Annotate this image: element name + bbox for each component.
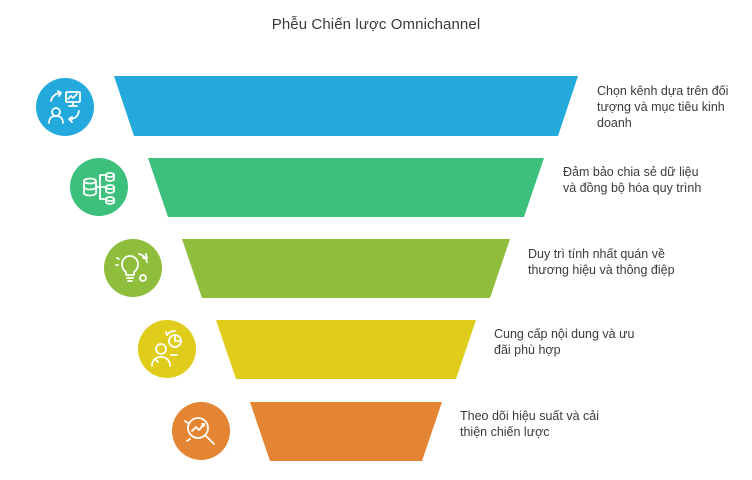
performance-tracking-icon [172, 402, 230, 460]
funnel-layer-1 [114, 76, 578, 136]
data-sync-icon [70, 158, 128, 216]
stage-2-description: Đảm bảo chia sẻ dữ liệu và đồng bộ hóa q… [563, 165, 702, 195]
diagram-title: Phễu Chiến lược Omnichannel [271, 16, 481, 33]
stage-4-description: Cung cấp nội dung và ưu đãi phù hợp [494, 327, 635, 357]
lightbulb-icon [104, 239, 162, 297]
funnel-layer-2 [148, 158, 544, 217]
stage-3-description: Duy trì tính nhất quán về thương hiệu và… [528, 247, 675, 277]
funnel-layer-5 [250, 402, 442, 461]
channel-selection-icon [36, 78, 94, 136]
funnel-layer-3 [182, 239, 510, 298]
stage-5-description: Theo dõi hiệu suất và cải thiện chiến lư… [460, 409, 599, 439]
funnel-layer-4 [216, 320, 476, 379]
personalized-content-icon [138, 320, 196, 378]
stage-1-description: Chọn kênh dựa trên đối tượng và mục tiêu… [597, 84, 729, 130]
